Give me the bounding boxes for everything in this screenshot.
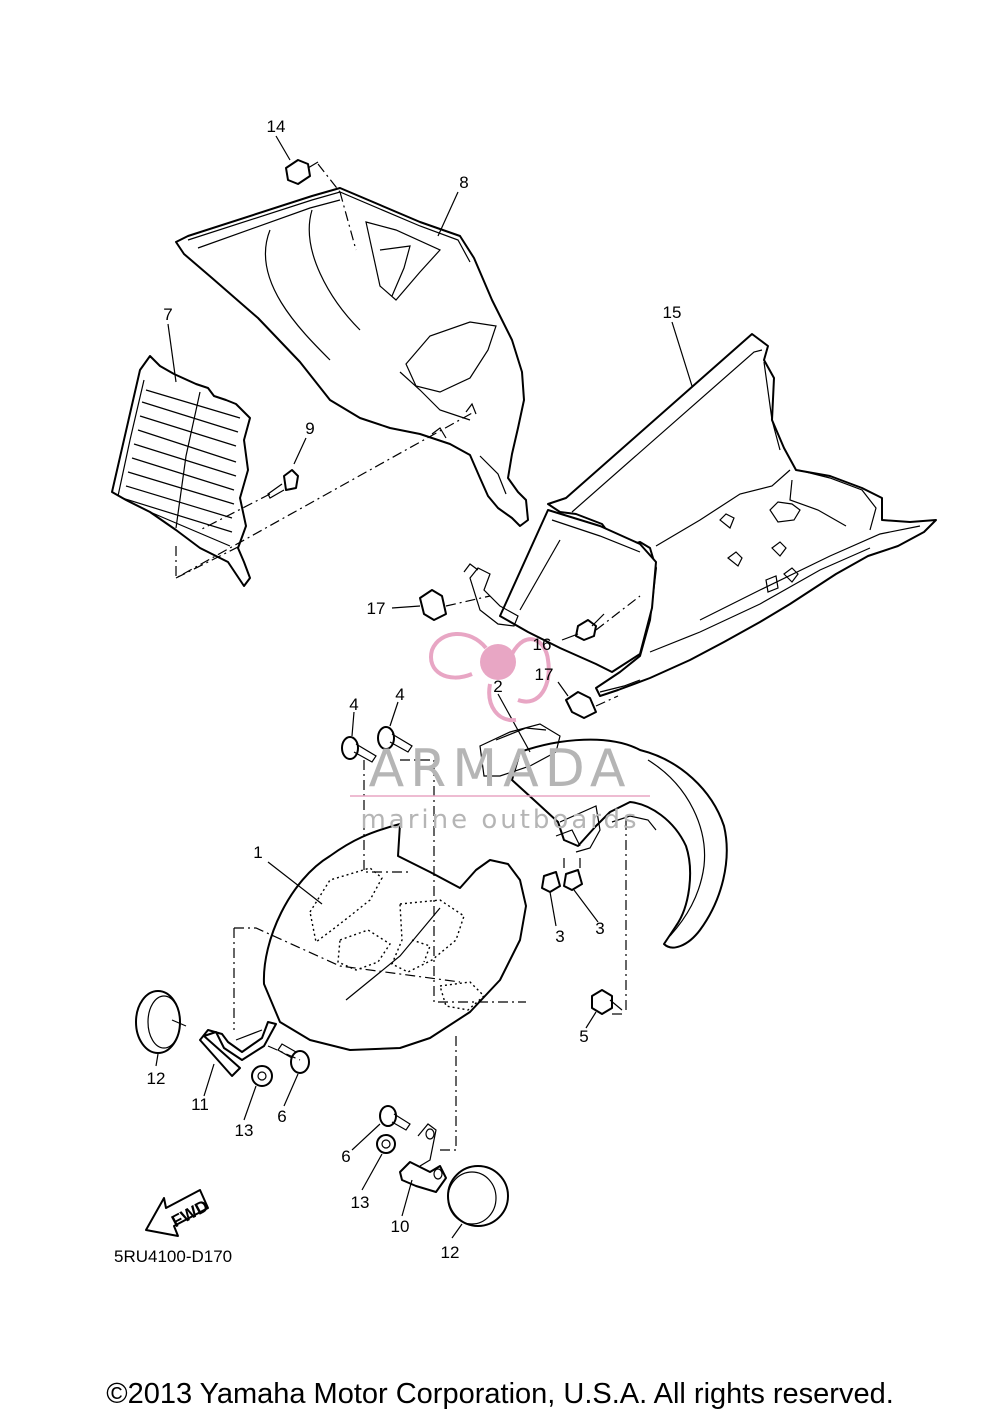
watermark-propeller-blade-icon	[487, 683, 517, 723]
callout-13-right: 13	[351, 1193, 370, 1212]
bolt-4-left	[341, 736, 377, 763]
callout-6-right: 6	[341, 1147, 350, 1166]
inner-lower-panel-part	[547, 333, 937, 697]
front-inner-cover-part	[175, 187, 529, 527]
screw-14	[285, 159, 319, 185]
forward-direction-arrow-icon: FWD	[145, 1189, 211, 1237]
callout-17-lower: 17	[535, 665, 554, 684]
rear-fender-part	[479, 723, 728, 949]
watermark-name: ARMADA	[369, 739, 632, 799]
reflector-12-left	[135, 990, 187, 1054]
nut-13-left	[251, 1065, 273, 1087]
watermark-propeller-blade-icon	[429, 632, 488, 680]
bolt-4-right	[377, 726, 413, 753]
nut-17-lower	[565, 691, 597, 719]
inner-panel-front-box	[463, 509, 657, 673]
callout-4-left: 4	[349, 695, 358, 714]
callout-7: 7	[163, 305, 172, 324]
assembly-lines	[175, 163, 641, 1151]
clip-16	[575, 613, 605, 641]
drawing-code: 5RU4100-D170	[114, 1247, 232, 1266]
callout-15: 15	[663, 303, 682, 322]
nut-17-upper	[419, 589, 447, 621]
callout-labels: 14 8 7 15 9 17 16 17 2 4 4 1 3 3 5 12 11…	[147, 117, 682, 1262]
screw-9	[267, 469, 299, 499]
callout-3-left: 3	[555, 927, 564, 946]
callout-12-right: 12	[441, 1243, 460, 1262]
bolt-6-right	[379, 1105, 411, 1131]
copyright-notice: ©2013 Yamaha Motor Corporation, U.S.A. A…	[106, 1378, 894, 1410]
callout-1: 1	[253, 843, 262, 862]
bracket-10-right	[399, 1123, 447, 1193]
bolt-5	[591, 989, 623, 1015]
callout-2: 2	[493, 677, 502, 696]
callout-6-left: 6	[277, 1107, 286, 1126]
callout-5: 5	[579, 1027, 588, 1046]
callout-14: 14	[267, 117, 286, 136]
nut-13-right	[376, 1134, 396, 1154]
callout-17-upper: 17	[367, 599, 386, 618]
bolt-6-left	[277, 1043, 310, 1074]
callout-11: 11	[191, 1095, 209, 1114]
front-fender-part	[262, 823, 527, 1051]
callout-12-left: 12	[147, 1069, 166, 1088]
callout-13-left: 13	[235, 1121, 254, 1140]
grille-part	[111, 355, 251, 587]
leader-lines	[155, 135, 693, 1239]
callout-3-right: 3	[595, 919, 604, 938]
watermark-tagline: marine outboards	[360, 805, 639, 835]
watermark-logo: ARMADA marine outboards	[350, 632, 650, 835]
callout-4-right: 4	[395, 685, 404, 704]
watermark-propeller-hub	[480, 644, 516, 680]
callout-16: 16	[533, 635, 552, 654]
callout-9: 9	[305, 419, 314, 438]
watermark-propeller-blade-icon	[510, 637, 551, 704]
callout-10: 10	[391, 1217, 410, 1236]
callout-8: 8	[459, 173, 468, 192]
reflector-12-right	[447, 1165, 509, 1227]
nut-3-right	[563, 869, 583, 891]
bracket-11-left	[199, 1021, 277, 1077]
nut-3-left	[541, 871, 561, 893]
